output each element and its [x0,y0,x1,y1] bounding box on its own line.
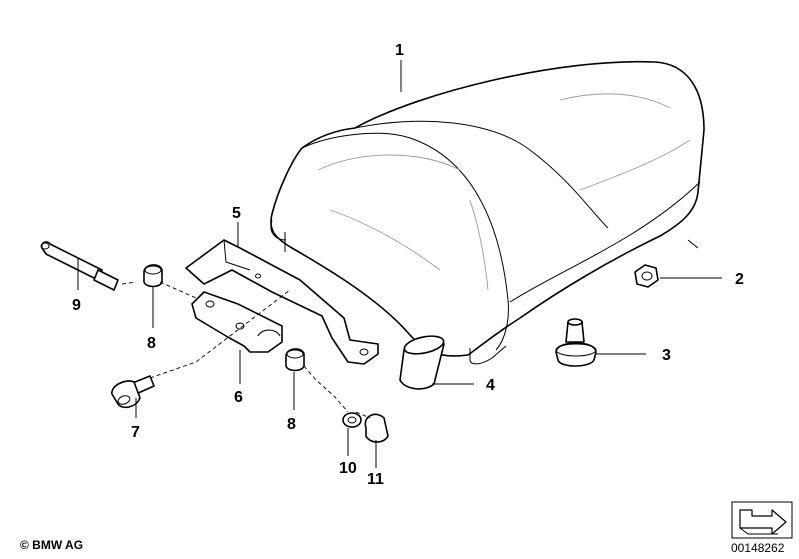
callout-2: 2 [735,271,744,288]
cap-nut[interactable] [364,413,389,443]
callout-5: 5 [232,205,241,222]
bush-upper[interactable] [143,264,163,288]
callout-3: 3 [662,347,671,364]
hex-nut[interactable] [634,264,659,288]
callout-8-lower: 8 [287,416,296,433]
callout-11: 11 [367,471,384,488]
seat-holder[interactable] [191,291,283,353]
document-number: 00148262 [731,541,785,555]
callout-4: 4 [486,377,495,394]
mounting-bracket[interactable] [185,239,379,365]
callout-7: 7 [131,424,140,441]
rubber-sleeve[interactable] [399,333,445,390]
socket-screw[interactable] [111,375,155,409]
callout-6: 6 [234,389,243,406]
assembly-lines [121,281,371,419]
direction-arrow-icon [731,501,793,539]
callout-9: 9 [72,297,81,314]
bush-lower[interactable] [285,348,305,372]
rubber-buffer[interactable] [555,318,597,367]
copyright-label: © BMW AG [20,538,84,552]
seat-cushion[interactable] [270,60,705,365]
pin[interactable] [40,241,119,291]
leader-lines [77,60,722,468]
washer[interactable] [342,412,362,428]
callout-1: 1 [395,42,404,59]
callout-10: 10 [339,460,357,477]
callout-8-upper: 8 [147,335,156,352]
